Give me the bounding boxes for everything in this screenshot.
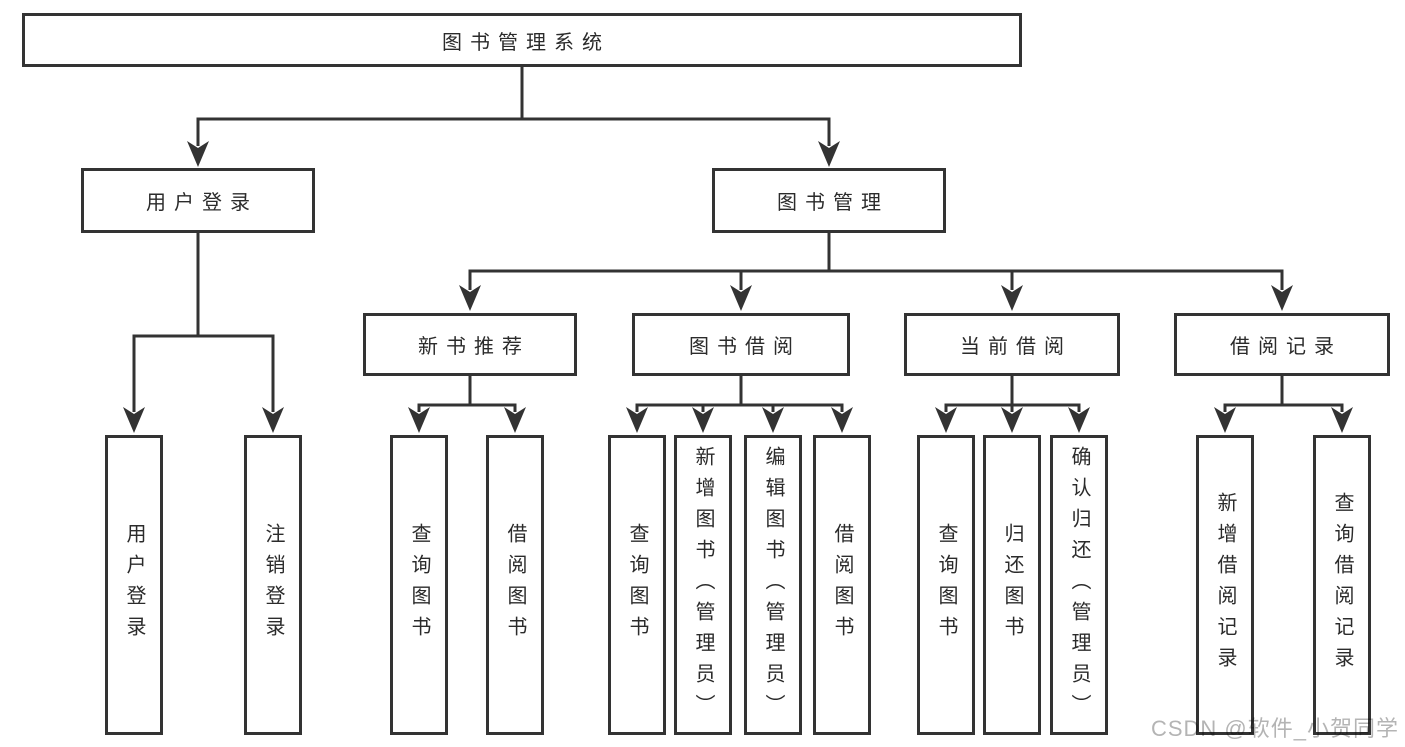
- leaf-query-books-borrow: 查询图书: [608, 435, 666, 735]
- leaf-borrow-books-borrow-label: 借阅图书: [831, 523, 853, 647]
- leaf-borrow-books-borrow: 借阅图书: [813, 435, 871, 735]
- node-library-system-label: 图书管理系统: [442, 31, 610, 54]
- leaf-query-books-borrow-label: 查询图书: [626, 523, 648, 647]
- leaf-add-book-admin-label: 新增图书（管理员）: [692, 445, 714, 725]
- leaf-edit-book-admin-label: 编辑图书（管理员）: [762, 445, 784, 725]
- node-current-borrow-label: 当前借阅: [960, 336, 1072, 358]
- node-borrow-records: 借阅记录: [1174, 313, 1390, 376]
- leaf-return-books-label: 归还图书: [1001, 523, 1023, 647]
- leaf-edit-book-admin: 编辑图书（管理员）: [744, 435, 802, 735]
- node-book-borrow-label: 图书借阅: [689, 336, 801, 358]
- leaf-query-borrow-record: 查询借阅记录: [1313, 435, 1371, 735]
- csdn-watermark: CSDN @软件_小贺同学: [1150, 716, 1399, 741]
- leaf-add-book-admin: 新增图书（管理员）: [674, 435, 732, 735]
- node-book-management-label: 图书管理: [777, 192, 889, 214]
- leaf-confirm-return-admin-label: 确认归还（管理员）: [1068, 445, 1090, 725]
- leaf-query-borrow-record-label: 查询借阅记录: [1331, 492, 1353, 678]
- node-new-book-recommend: 新书推荐: [363, 313, 577, 376]
- node-new-book-recommend-label: 新书推荐: [418, 336, 530, 358]
- leaf-return-books: 归还图书: [983, 435, 1041, 735]
- leaf-user-login: 用户登录: [105, 435, 163, 735]
- node-user-login-label: 用户登录: [146, 192, 258, 214]
- leaf-borrow-books-recommend: 借阅图书: [486, 435, 544, 735]
- node-current-borrow: 当前借阅: [904, 313, 1120, 376]
- node-library-system: 图书管理系统: [22, 13, 1022, 67]
- node-book-borrow: 图书借阅: [632, 313, 850, 376]
- leaf-add-borrow-record: 新增借阅记录: [1196, 435, 1254, 735]
- arrowheads: [123, 141, 1353, 433]
- node-borrow-records-label: 借阅记录: [1230, 336, 1342, 358]
- leaf-user-login-label: 用户登录: [123, 523, 145, 647]
- leaf-query-books-recommend-label: 查询图书: [408, 523, 430, 647]
- leaf-query-books-recommend: 查询图书: [390, 435, 448, 735]
- leaf-add-borrow-record-label: 新增借阅记录: [1214, 492, 1236, 678]
- leaf-confirm-return-admin: 确认归还（管理员）: [1050, 435, 1108, 735]
- leaf-borrow-books-recommend-label: 借阅图书: [504, 523, 526, 647]
- leaf-logout-label: 注销登录: [262, 523, 284, 647]
- leaf-query-books-current: 查询图书: [917, 435, 975, 735]
- node-user-login: 用户登录: [81, 168, 315, 233]
- leaf-query-books-current-label: 查询图书: [935, 523, 957, 647]
- node-book-management: 图书管理: [712, 168, 946, 233]
- leaf-logout: 注销登录: [244, 435, 302, 735]
